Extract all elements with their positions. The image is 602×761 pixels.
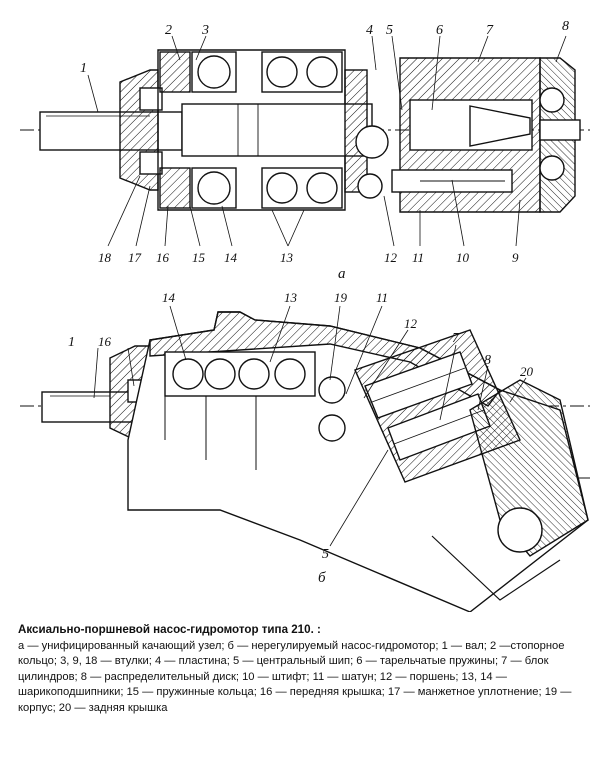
label-a-16: 16 <box>156 250 170 265</box>
label-a-5: 5 <box>386 23 393 38</box>
label-a-11: 11 <box>412 250 424 265</box>
sublabel-a: а <box>338 266 346 282</box>
label-a-1: 1 <box>80 61 87 76</box>
label-a-3: 3 <box>201 23 209 38</box>
label-a-13: 13 <box>280 250 294 265</box>
label-a-6: 6 <box>436 23 443 38</box>
figure-caption: Аксиально-поршневой насос-гидромотор тип… <box>18 622 586 717</box>
label-b-13: 13 <box>284 290 298 305</box>
label-a-8: 8 <box>562 19 569 34</box>
caption-body: а — унифицированный качающий узел; б — н… <box>18 639 572 714</box>
label-b-11: 11 <box>376 290 388 305</box>
label-b-20: 20 <box>520 364 534 379</box>
drawing-b <box>20 305 590 613</box>
label-b-16: 16 <box>98 334 112 349</box>
label-b-14: 14 <box>162 290 176 305</box>
technical-drawing: 1 2 3 4 5 6 7 8 18 17 16 15 14 13 12 11 … <box>20 19 590 613</box>
label-b-19: 19 <box>334 290 348 305</box>
caption-title: Аксиально-поршневой насос-гидромотор тип… <box>18 623 321 636</box>
label-a-14: 14 <box>224 250 238 265</box>
label-a-17: 17 <box>128 250 142 265</box>
label-a-9: 9 <box>512 250 519 265</box>
label-b-1: 1 <box>68 335 75 350</box>
label-b-12: 12 <box>404 316 418 331</box>
label-a-7: 7 <box>486 23 494 38</box>
label-a-12: 12 <box>384 250 398 265</box>
label-b-8: 8 <box>484 353 491 368</box>
label-a-10: 10 <box>456 250 470 265</box>
label-a-2: 2 <box>165 23 172 38</box>
label-a-15: 15 <box>192 250 206 265</box>
sublabel-b: б <box>318 570 326 586</box>
label-b-7: 7 <box>452 331 460 346</box>
label-a-4: 4 <box>366 23 373 38</box>
label-a-18: 18 <box>98 250 112 265</box>
drawing-a <box>20 35 590 247</box>
label-b-5: 5 <box>322 547 329 562</box>
